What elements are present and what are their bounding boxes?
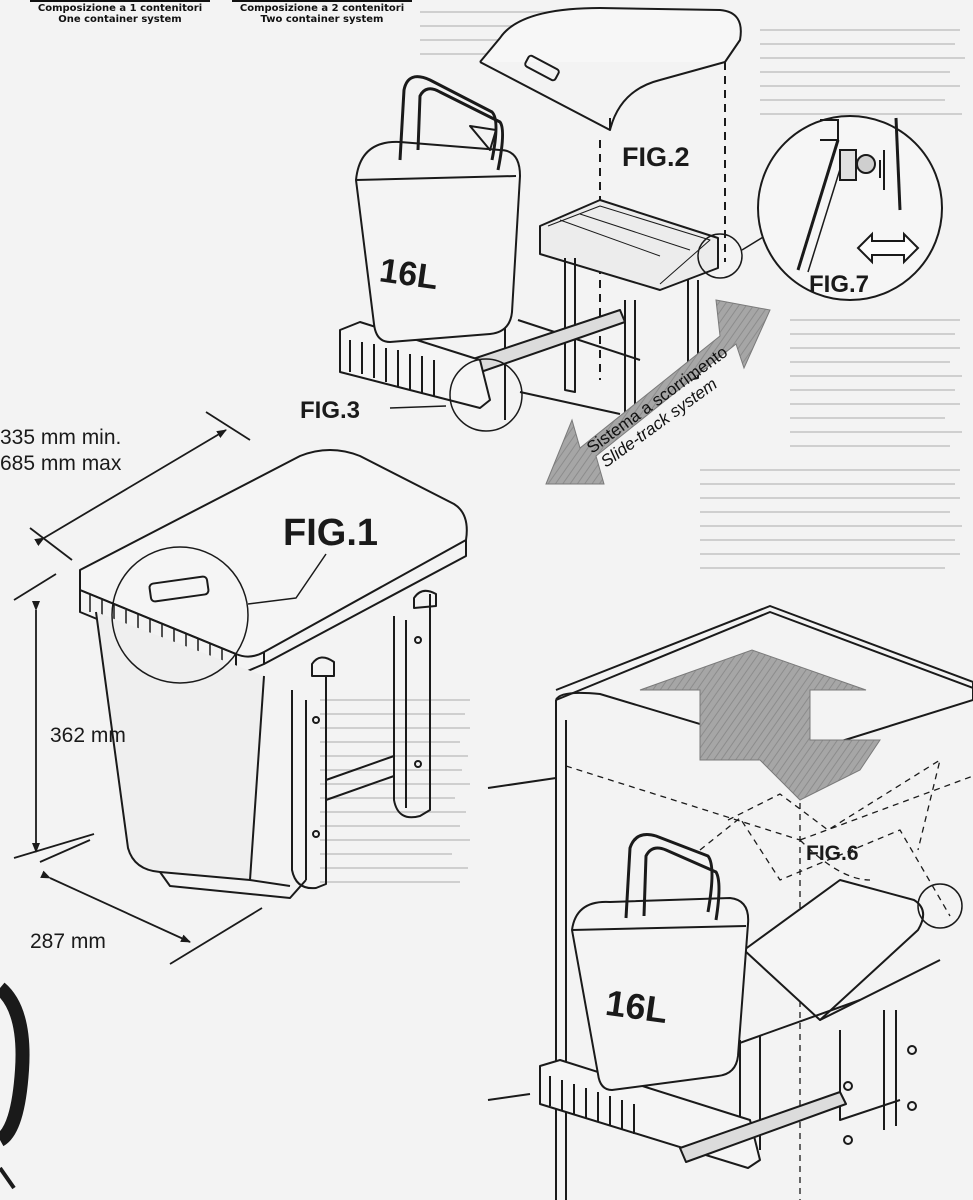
fig6-label: FIG.6 <box>806 842 859 865</box>
bin-top <box>355 140 521 343</box>
bin-capacity-top: 16L <box>377 251 440 297</box>
bin-capacity-bottom: 16L <box>603 982 670 1031</box>
header-one-container-it: Composizione a 1 contenitori <box>37 3 203 14</box>
lid <box>79 449 468 658</box>
lid-motion-arrow <box>639 649 881 801</box>
slide-track-arrow <box>545 299 771 485</box>
lid-handle <box>524 54 560 82</box>
fig2-label: FIG.2 <box>622 142 690 172</box>
fig1-label: FIG.1 <box>283 512 378 554</box>
top-assembly <box>339 7 779 432</box>
fig7-double-arrow <box>856 231 920 265</box>
header-rule <box>30 0 210 2</box>
page-edge-curve <box>0 982 30 1147</box>
bin-handle <box>398 75 498 161</box>
background-text-noise <box>320 11 965 883</box>
header-one-container: Composizione a 1 contenitori One contain… <box>30 0 210 25</box>
cabinet <box>555 611 973 1200</box>
fig7-detail <box>757 115 943 301</box>
base-tray <box>339 321 491 409</box>
fig1-assembly <box>79 449 468 899</box>
lid-top <box>479 7 742 63</box>
width-max-label: 685 mm max <box>0 452 122 475</box>
header-two-container: Composizione a 2 contenitori Two contain… <box>232 0 412 25</box>
lid-handle <box>148 575 210 603</box>
dimension-lines <box>13 411 263 965</box>
bin-cabinet <box>571 897 750 1091</box>
depth-label: 287 mm <box>30 930 106 953</box>
height-label: 362 mm <box>50 724 126 747</box>
cabinet-assembly <box>487 605 973 1200</box>
width-min-label: 335 mm min. <box>0 426 121 449</box>
header-two-container-en: Two container system <box>260 14 384 25</box>
lid-slots <box>89 595 223 667</box>
header-rule <box>232 0 412 2</box>
slide-track-label-it: Sistema a scorrimento <box>583 342 731 457</box>
header-two-container-it: Composizione a 2 contenitori <box>239 3 405 14</box>
fig3-label: FIG.3 <box>300 397 360 424</box>
lid-open <box>743 879 925 1021</box>
lid-front <box>479 61 726 131</box>
header-one-container-en: One container system <box>58 14 182 25</box>
fig7-label: FIG.7 <box>809 271 869 298</box>
